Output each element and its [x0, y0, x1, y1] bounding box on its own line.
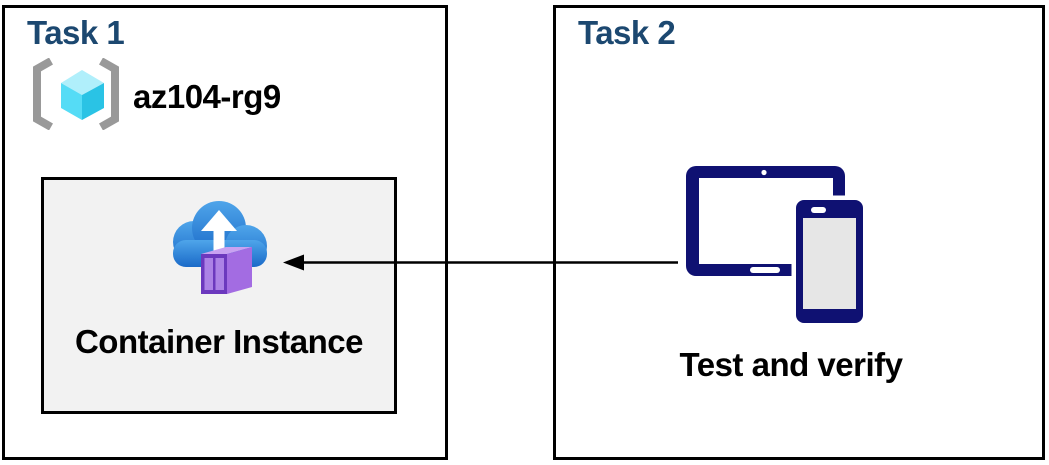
tablet-phone-devices-icon — [686, 166, 868, 332]
resource-group-icon — [29, 57, 123, 135]
resource-group-name: az104-rg9 — [133, 77, 281, 115]
test-and-verify-label: Test and verify — [679, 346, 903, 383]
task1-title: Task 1 — [27, 14, 125, 51]
task2-title: Task 2 — [578, 14, 676, 51]
task1-panel: Task 1 az104-rg9 — [2, 5, 448, 460]
connector-arrow — [278, 251, 680, 280]
resource-group-row: az104-rg9 — [29, 57, 281, 135]
task2-panel: Task 2 Test and verify — [553, 5, 1045, 460]
container-instance-box: Container Instance — [41, 177, 397, 414]
container-instance-label: Container Instance — [74, 323, 364, 360]
container-instance-icon — [164, 198, 274, 303]
